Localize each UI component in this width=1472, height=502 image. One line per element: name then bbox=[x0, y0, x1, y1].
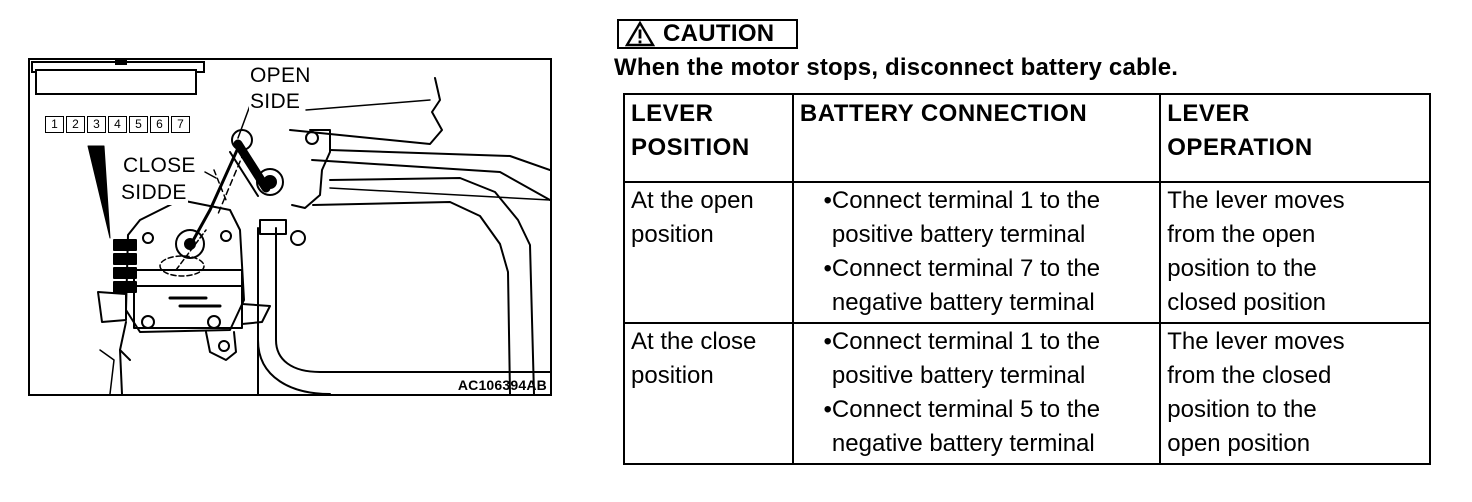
connector-housing bbox=[31, 60, 205, 95]
terminal-1: 1 bbox=[45, 116, 64, 133]
motor-drawing bbox=[87, 77, 550, 394]
cell-position: At the close position bbox=[623, 322, 794, 465]
cell-position: At the open position bbox=[623, 181, 794, 324]
caution-box: CAUTION bbox=[617, 19, 799, 49]
label-open: OPEN bbox=[249, 64, 312, 88]
terminal-5: 5 bbox=[129, 116, 148, 133]
header-battery-connection: BATTERY CONNECTION bbox=[791, 93, 1162, 183]
figure-code: AC106394AB bbox=[457, 377, 547, 393]
table-row: At the close position Connect terminal 1… bbox=[623, 322, 1431, 465]
table-row: At the open position Connect terminal 1 … bbox=[623, 181, 1431, 324]
warning-triangle-icon bbox=[625, 21, 655, 47]
cell-operation: The lever moves from the open position t… bbox=[1159, 181, 1431, 324]
terminal-3: 3 bbox=[87, 116, 106, 133]
caution-title: CAUTION bbox=[663, 20, 775, 47]
lever-operation-table: LEVER POSITION BATTERY CONNECTION LEVER … bbox=[623, 93, 1431, 465]
terminal-2: 2 bbox=[66, 116, 85, 133]
caution-text: When the motor stops, disconnect battery… bbox=[614, 54, 1179, 81]
terminal-7: 7 bbox=[171, 116, 190, 133]
terminal-4: 4 bbox=[108, 116, 127, 133]
cell-operation: The lever moves from the closed position… bbox=[1159, 322, 1431, 465]
terminal-6: 6 bbox=[150, 116, 169, 133]
motor-illustration: 1 2 3 4 5 6 7 OPEN SIDE CLOSE SIDDE AC10… bbox=[28, 58, 552, 396]
header-lever-position: LEVER POSITION bbox=[623, 93, 794, 183]
connector-terminals: 1 2 3 4 5 6 7 bbox=[45, 116, 192, 133]
table-header-row: LEVER POSITION BATTERY CONNECTION LEVER … bbox=[623, 93, 1431, 183]
label-close-side: SIDDE bbox=[120, 181, 188, 205]
label-close: CLOSE bbox=[122, 154, 197, 178]
header-lever-operation: LEVER OPERATION bbox=[1159, 93, 1431, 183]
label-open-side: SIDE bbox=[249, 90, 302, 114]
